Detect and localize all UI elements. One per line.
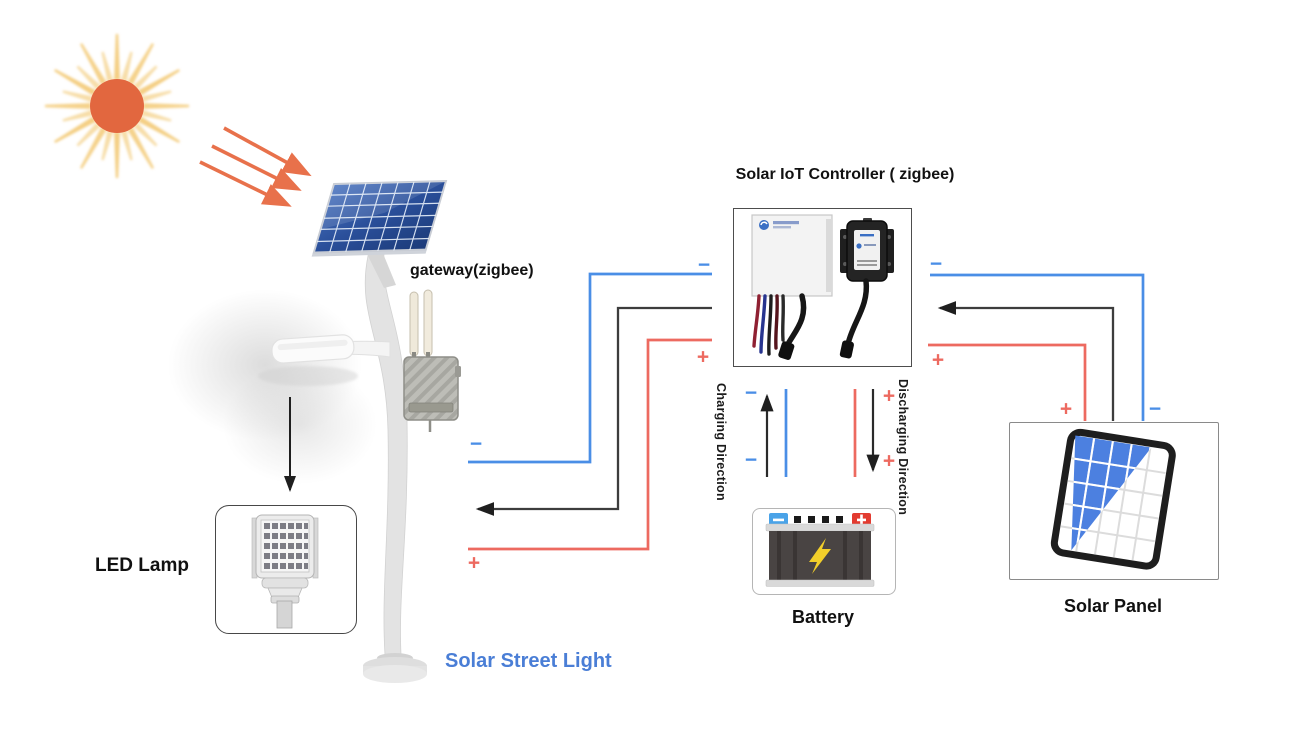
controller-title: Solar IoT Controller ( zigbee) [735, 166, 955, 183]
plus-mark-left-controller: + [696, 345, 710, 369]
minus-mark-panel: − [1148, 397, 1162, 421]
street-light-pole [363, 251, 427, 683]
plus-mark-discharging-top: + [882, 384, 896, 408]
controller-device-icon [751, 214, 894, 360]
minus-mark-right-controller: − [929, 252, 943, 276]
solar-panel-icon [1050, 428, 1176, 570]
wire-panel-negative-blue [930, 273, 1145, 421]
street-light-label: Solar Street Light [445, 650, 612, 672]
sun-icon [45, 34, 189, 178]
battery-label: Battery [791, 607, 855, 627]
plus-mark-panel: + [1059, 397, 1073, 421]
plus-mark-right-controller: + [931, 348, 945, 372]
sunlight-arrows-icon [199, 126, 312, 207]
wire-load-negative-blue [468, 272, 712, 464]
charging-direction-label: Charging Direction [714, 383, 728, 501]
minus-mark-charging-top: − [744, 381, 758, 405]
minus-mark-charging-bottom: − [744, 448, 758, 472]
gateway-label: gateway(zigbee) [410, 262, 534, 279]
street-light-solar-panel-icon [311, 180, 448, 257]
discharging-direction-label: Discharging Direction [896, 379, 910, 516]
plus-mark-left-end: + [467, 551, 481, 575]
minus-mark-left-end: − [469, 432, 483, 456]
wire-panel-signal-black [937, 301, 1115, 421]
battery-icon [765, 513, 875, 587]
gateway-device-icon [403, 289, 461, 432]
solar-panel-label: Solar Panel [1063, 596, 1163, 616]
led-lamp-label: LED Lamp [95, 555, 189, 576]
wire-panel-positive-red [928, 343, 1087, 421]
minus-mark-left-controller: − [697, 253, 711, 277]
wire-load-signal-black [475, 306, 712, 516]
led-lamp-icon [251, 514, 319, 629]
plus-mark-discharging-bottom: + [882, 449, 896, 473]
wire-load-positive-red [468, 338, 712, 551]
street-light-lamp-head [258, 334, 391, 386]
